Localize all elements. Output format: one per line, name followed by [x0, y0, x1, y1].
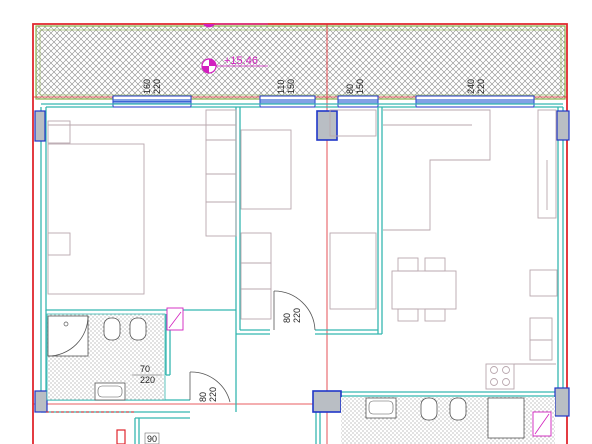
window-1-width: 160: [142, 79, 152, 94]
bathroom-2: [341, 397, 555, 444]
window-4: [415, 95, 535, 108]
balcony: [35, 25, 566, 100]
window-3: [337, 95, 379, 108]
nightstand-2: [47, 232, 71, 256]
dining-table: [391, 270, 457, 310]
window-dimensions: 160 220 110 150 80 150 240 220: [142, 79, 486, 94]
bed-1: [47, 143, 145, 295]
walls: [40, 103, 564, 444]
window-2-height: 150: [286, 79, 296, 94]
lower-left-detail: [116, 429, 126, 444]
closet-door-icon: [166, 307, 184, 331]
elevation-label: +15.46: [224, 55, 258, 67]
shower-2: [487, 397, 525, 439]
door-3-height: 220: [208, 387, 218, 402]
column-3: [556, 110, 570, 141]
nightstand-1: [47, 120, 71, 144]
door-1-height: 220: [292, 308, 302, 323]
window-3-height: 150: [355, 79, 365, 94]
window-1: [112, 95, 192, 108]
column-4: [34, 390, 48, 413]
doors: [46, 290, 316, 413]
columns: [34, 110, 570, 417]
toilet-2: [420, 397, 438, 421]
furniture: [47, 109, 558, 390]
door-3-width: 80: [198, 392, 208, 402]
window-1-height: 220: [152, 79, 162, 94]
washbasin-2: [365, 397, 397, 419]
bidet-2: [449, 397, 467, 421]
window-3-width: 80: [345, 84, 355, 94]
bed-2: [240, 129, 292, 210]
door-4-width: 90: [147, 434, 157, 444]
door-2-width: 70: [140, 364, 150, 374]
bathroom-1: [46, 307, 184, 401]
column-5: [312, 390, 342, 413]
column-1: [34, 110, 46, 142]
stove: [485, 363, 515, 390]
column-6: [554, 387, 570, 417]
windows: [112, 95, 535, 108]
column-2: [316, 110, 338, 141]
window-4-height: 220: [476, 79, 486, 94]
door-bedroom-bath: [189, 371, 231, 403]
door-dimensions: 80 220 70 220 80 220 90: [132, 308, 302, 444]
door-middle: [273, 290, 316, 331]
toilet: [103, 317, 121, 341]
elevation-marker: +15.46: [201, 23, 268, 74]
window-4-width: 240: [466, 79, 476, 94]
shower-tray: [47, 315, 89, 357]
window-2-width: 110: [276, 80, 286, 94]
door-1-width: 80: [282, 313, 292, 323]
bidet: [129, 317, 147, 341]
window-2: [259, 95, 316, 108]
door-2-height: 220: [140, 375, 155, 385]
washbasin: [94, 382, 126, 401]
